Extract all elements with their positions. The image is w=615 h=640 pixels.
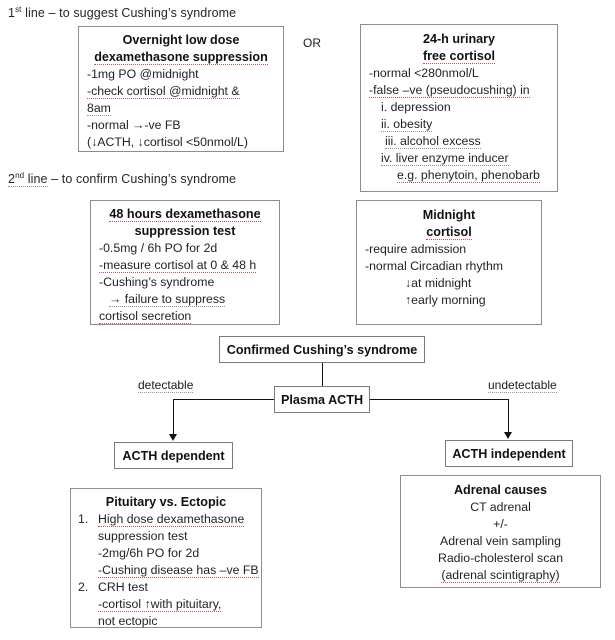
dex48-line-5: cortisol secretion	[99, 309, 192, 324]
pituitary-item-2-line-2: -cortisol ↑with pituitary,	[98, 597, 222, 612]
dex48-line-3: -Cushing’s syndrome	[99, 275, 215, 289]
overnight-line-1: -1mg PO @midnight	[87, 67, 199, 81]
midnight-line-3: ↓at midnight	[405, 276, 472, 290]
first-line-heading: 1st line – to suggest Cushing’s syndrome	[8, 4, 237, 20]
connector-confirmed-to-plasma-acth	[322, 363, 323, 386]
adrenal-line-3: Adrenal vein sampling	[440, 534, 561, 548]
connector-plasma-acth-left-vertical	[173, 399, 174, 435]
pituitary-item-1-line-1: High dose dexamethasone	[98, 512, 245, 527]
box-pituitary-vs-ectopic: Pituitary vs. Ectopic 1. High dose dexam…	[70, 488, 262, 628]
adrenal-line-4: Radio-cholesterol scan	[437, 551, 564, 565]
flowbox-plasma-acth: Plasma ACTH	[274, 386, 370, 413]
midnight-title-line-1: Midnight	[422, 208, 476, 222]
adrenal-line-1: CT adrenal	[470, 500, 531, 514]
pituitary-item-2-line-3: not ectopic	[98, 614, 158, 628]
pituitary-item-2-number: 2.	[78, 580, 89, 594]
overnight-line-4: -normal →-ve FB	[87, 118, 181, 132]
pituitary-item-1-line-4: -Cushing disease has –ve FB	[98, 563, 259, 578]
pituitary-item-2-line-1: CRH test	[98, 580, 148, 594]
box-overnight-low-dose-dexamethasone: Overnight low dose dexamethasone suppres…	[78, 26, 284, 152]
overnight-title-line-1: Overnight low dose	[122, 33, 240, 47]
box-adrenal-causes: Adrenal causes CT adrenal +/- Adrenal ve…	[400, 475, 601, 588]
flowbox-confirmed-cushings-syndrome: Confirmed Cushing’s syndrome	[219, 336, 425, 363]
dex48-line-2: -measure cortisol at 0 & 48 h	[99, 258, 257, 273]
pituitary-item-1-number: 1.	[78, 512, 89, 526]
flowbox-acth-independent: ACTH independent	[445, 440, 573, 467]
pituitary-item-1-line-2: suppression test	[98, 529, 188, 543]
pituitary-item-1-line-3: -2mg/6h PO for 2d	[98, 546, 200, 560]
second-line-ordinal-suffix: nd	[15, 170, 25, 180]
adrenal-line-2: +/-	[493, 517, 508, 531]
dex48-line-4: → failure to suppress	[109, 292, 226, 307]
urinary-line-4: ii. obesity	[381, 117, 433, 132]
dex48-title-line-1: 48 hours dexamethasone	[109, 207, 261, 222]
flowbox-acth-dependent: ACTH dependent	[114, 442, 233, 469]
acth-independent-label: ACTH independent	[452, 446, 566, 461]
overnight-line-2: -check cortisol @midnight &	[87, 84, 240, 99]
plasma-acth-label: Plasma ACTH	[280, 392, 364, 407]
dex48-title-line-2: suppression test	[134, 224, 236, 238]
connector-plasma-acth-right-horizontal	[370, 399, 509, 400]
pituitary-title: Pituitary vs. Ectopic	[105, 495, 227, 509]
urinary-line-7: e.g. phenytoin, phenobarb	[397, 168, 540, 183]
edge-label-undetectable: undetectable	[488, 378, 557, 393]
urinary-line-2: -false –ve (pseudocushing) in	[369, 83, 530, 98]
midnight-title-line-2: cortisol	[426, 225, 472, 240]
urinary-line-5: iii. alcohol excess	[385, 134, 481, 149]
urinary-line-6: iv. liver enzyme inducer	[381, 151, 509, 166]
overnight-line-3: 8am	[87, 101, 111, 116]
arrowhead-acth-dependent	[169, 434, 177, 441]
first-line-ordinal: 1	[8, 6, 16, 20]
connector-plasma-acth-right-vertical	[508, 399, 509, 433]
box-midnight-cortisol: Midnight cortisol -require admission -no…	[356, 200, 542, 325]
second-line-text: – to confirm Cushing’s syndrome	[47, 172, 237, 186]
urinary-title-line-2: free cortisol	[422, 49, 496, 64]
box-24h-urinary-free-cortisol: 24-h urinary free cortisol -normal <280n…	[360, 24, 558, 192]
overnight-title-line-2: dexamethasone suppression	[94, 50, 268, 65]
edge-label-detectable: detectable	[138, 378, 194, 393]
urinary-line-3: i. depression	[381, 100, 451, 114]
dex48-line-1: -0.5mg / 6h PO for 2d	[99, 241, 218, 255]
box-48-hours-dexamethasone-suppression-test: 48 hours dexamethasone suppression test …	[90, 200, 280, 325]
connector-plasma-acth-left-horizontal	[173, 399, 274, 400]
first-line-text: line – to suggest Cushing’s syndrome	[21, 6, 237, 20]
urinary-line-1: -normal <280nmol/L	[369, 66, 479, 80]
acth-dependent-label: ACTH dependent	[122, 448, 225, 463]
overnight-line-5: (↓ACTH, ↓cortisol <50nmol/L)	[87, 135, 248, 149]
urinary-title-line-1: 24-h urinary	[422, 32, 496, 46]
or-label: OR	[303, 36, 321, 50]
midnight-line-1: -require admission	[365, 242, 467, 256]
first-line-ordinal-suffix: st	[15, 4, 22, 14]
adrenal-title: Adrenal causes	[453, 483, 548, 497]
confirmed-label: Confirmed Cushing’s syndrome	[226, 342, 418, 357]
second-line-heading: 2nd line – to confirm Cushing’s syndrome	[8, 170, 237, 187]
adrenal-line-5: (adrenal scintigraphy)	[441, 568, 560, 583]
midnight-line-4: ↑early morning	[405, 293, 486, 307]
arrowhead-acth-independent	[504, 432, 512, 439]
second-line-ordinal: 2	[8, 172, 16, 186]
midnight-line-2: -normal Circadian rhythm	[365, 259, 504, 273]
